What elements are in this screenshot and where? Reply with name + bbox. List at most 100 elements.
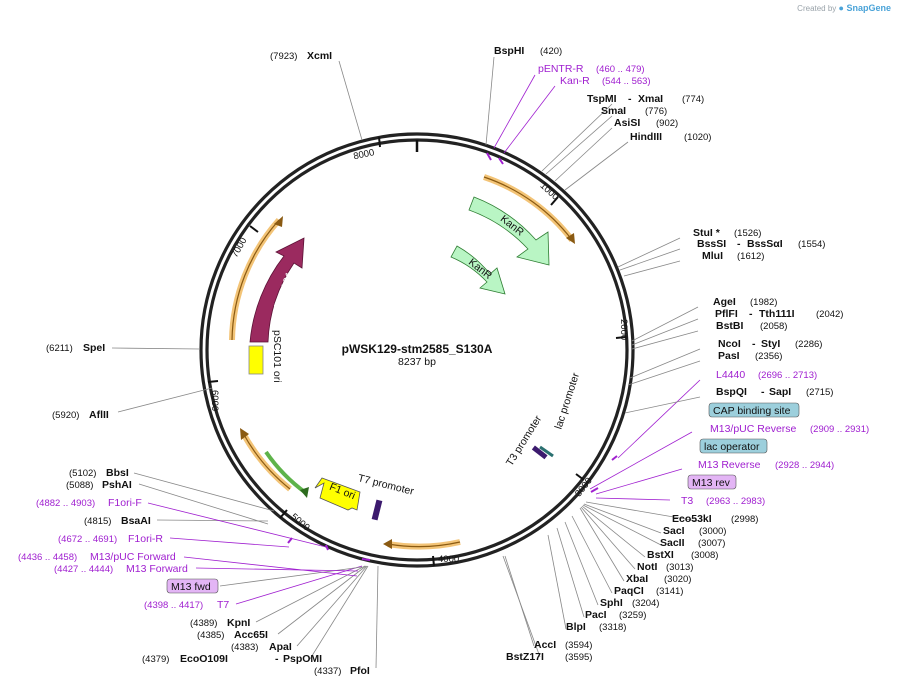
primer-labels: pENTR-R (460 .. 479) Kan-R (544 .. 563) … <box>18 63 869 611</box>
primer-name: F1ori-F <box>108 497 142 509</box>
credit-prefix: Created by <box>797 4 837 13</box>
leader-saci <box>583 503 662 534</box>
orf-arcs <box>229 174 575 550</box>
t7-promoter-label: T7 promoter <box>357 472 416 498</box>
enzyme-pos: (776) <box>645 106 667 117</box>
leader-smai <box>545 115 613 175</box>
enzyme-pos: (3259) <box>619 610 646 621</box>
enzyme-name: StyI <box>761 338 780 350</box>
enzyme-name: PspOMI <box>283 653 322 665</box>
lac-promoter-feature <box>539 445 554 458</box>
leader-stui <box>617 237 681 268</box>
primer-tick-f1ori-f <box>325 544 329 551</box>
enzyme-pos: (2286) <box>795 339 822 350</box>
enzyme-pos: (1554) <box>798 239 825 250</box>
lac-operator-box <box>699 438 768 454</box>
leader-m13fwd-box <box>219 566 363 587</box>
enzyme-pos: (2715) <box>806 387 833 398</box>
primer-pos: (2696 .. 2713) <box>758 370 817 381</box>
orf-f1-outer <box>240 431 292 492</box>
primer-pos: (544 .. 563) <box>602 76 651 87</box>
enzyme-pos: (2998) <box>731 514 758 525</box>
primer-name: M13/pUC Forward <box>90 551 176 563</box>
primer-tick-pentr <box>486 152 492 161</box>
enzyme-sep: - <box>737 238 741 250</box>
primer-pos: (2963 .. 2983) <box>706 496 765 507</box>
leader-ecoo109i <box>309 565 369 660</box>
enzyme-name: Tth111I <box>759 308 795 320</box>
enzyme-pos: (1526) <box>734 228 761 239</box>
enzyme-pos: (3595) <box>565 652 592 663</box>
backbone <box>199 132 635 568</box>
enzyme-pos: (4815) <box>84 516 111 527</box>
orf-f1-line <box>242 432 291 490</box>
enzyme-name: XcmI <box>307 50 332 62</box>
enzyme-name: BssSαI <box>747 238 783 250</box>
enzyme-sep: - <box>628 93 632 105</box>
enzyme-pos: (4337) <box>314 666 341 677</box>
leader-hindiii <box>564 141 629 191</box>
leader-aflii <box>117 387 213 413</box>
plasmid-name: pWSK129-stm2585_S130A <box>342 342 493 356</box>
snapgene-credit: Created by ● SnapGene <box>797 3 891 13</box>
plasmid-size: 8237 bp <box>398 356 436 368</box>
enzyme-name: KpnI <box>227 617 250 629</box>
primer-tick-m13fwd <box>361 558 371 561</box>
orf-lac-line <box>387 541 461 548</box>
enzyme-name: SpeI <box>83 342 105 354</box>
primer-pos: (2909 .. 2931) <box>810 424 869 435</box>
leader-agei <box>631 306 699 342</box>
leader-blpi <box>547 534 567 630</box>
enzyme-pos: (1982) <box>750 297 777 308</box>
boxed-labels: CAP binding site lac operator M13 rev M1… <box>166 402 800 594</box>
leader-m13rev <box>595 468 683 495</box>
enzyme-name: BspHI <box>494 45 524 57</box>
tick-label-8000: 8000 <box>352 147 375 162</box>
enzyme-pos: (3008) <box>691 550 718 561</box>
leader-pshai <box>138 483 269 525</box>
orf-lac-arrowhead <box>383 539 392 549</box>
leader-bstbi <box>631 330 699 350</box>
leader-l4440 <box>617 379 701 459</box>
enzyme-name: ApaI <box>269 641 292 653</box>
enzyme-pos: (3007) <box>698 538 725 549</box>
leader-noti <box>580 506 636 570</box>
enzyme-name: AsiSI <box>614 117 640 129</box>
snapgene-logo: ● SnapGene <box>838 3 891 13</box>
leader-m13puc-rev <box>589 431 693 490</box>
enzyme-name: BlpI <box>566 621 586 633</box>
primer-tick-l4440 <box>611 455 618 461</box>
enzyme-name: PasI <box>718 350 740 362</box>
tick-label-4000: 4000 <box>438 554 459 565</box>
f1-ori-feature <box>314 477 361 511</box>
features: KanR KanR Rep101 pSC101 ori F1 ori T7 pr… <box>248 152 618 561</box>
tick-6000 <box>207 380 219 383</box>
enzyme-pos: (2042) <box>816 309 843 320</box>
m13-fwd-box <box>166 578 219 594</box>
leader-bbsi <box>133 472 275 512</box>
enzyme-name: NcoI <box>718 338 741 350</box>
leader-bsphi <box>485 56 495 146</box>
leader-m13-forward <box>195 567 359 572</box>
leader-sacii <box>582 504 662 546</box>
enzyme-sep: - <box>275 653 279 665</box>
enzyme-name: SapI <box>769 386 791 398</box>
enzyme-pos: (1612) <box>737 251 764 262</box>
orf-rep-line <box>231 219 280 341</box>
leader-bsaai <box>156 519 269 522</box>
lac-promoter-label: lac promoter <box>553 371 583 431</box>
leader-xbai <box>579 507 625 582</box>
orf-rep-arrowhead <box>274 216 283 227</box>
primer-pos: (4436 .. 4458) <box>18 552 77 563</box>
enzyme-pos: (3204) <box>632 598 659 609</box>
enzyme-pos: (4383) <box>231 642 258 653</box>
leader-tspmi <box>541 103 613 172</box>
leader-lines <box>111 56 701 669</box>
psc101-ori-feature <box>248 345 264 375</box>
leader-xcmi <box>338 60 363 141</box>
kanr-feature-2 <box>450 245 506 295</box>
leader-pflfi <box>631 318 699 346</box>
primer-pos: (2928 .. 2944) <box>775 460 834 471</box>
enzyme-name: MluI <box>702 250 723 262</box>
leader-paci <box>556 527 585 618</box>
